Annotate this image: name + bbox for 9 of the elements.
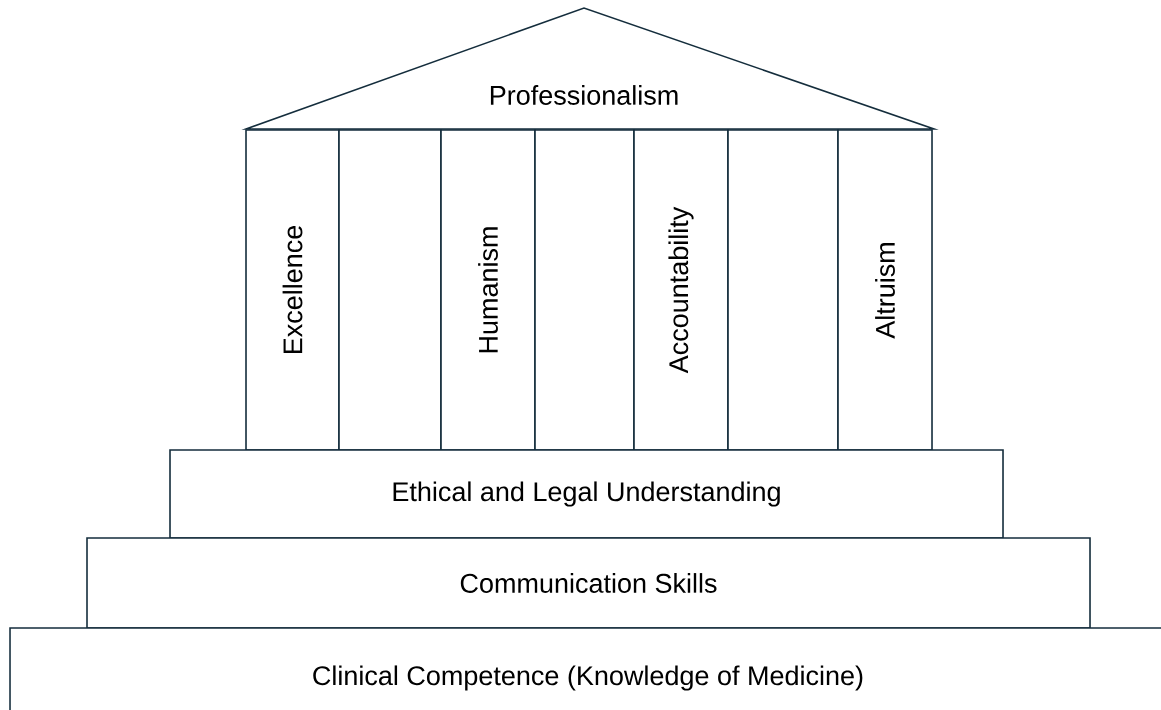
pillar: Excellence <box>245 129 340 451</box>
base-step: Clinical Competence (Knowledge of Medicine) <box>9 627 1161 710</box>
pillar: Humanism <box>440 129 536 451</box>
pillar <box>338 129 442 451</box>
step-box: Communication Skills <box>86 537 1091 629</box>
pillar <box>727 129 839 451</box>
pillar: Accountability <box>633 129 729 451</box>
pillar <box>534 129 635 451</box>
pillar: Altruism <box>837 129 933 451</box>
